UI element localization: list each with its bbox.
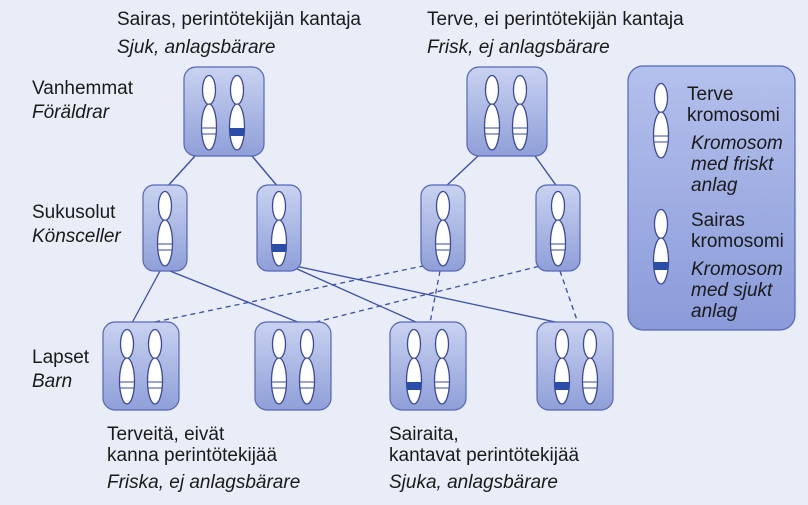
chromosome-parent1-sick <box>228 74 246 151</box>
line-gamete2-child3 <box>285 263 419 324</box>
chromosomes <box>118 74 670 405</box>
chromosome-child4-healthy <box>581 328 599 405</box>
child-box-3 <box>389 321 467 411</box>
legend-healthy-sv-line1: Kromosom <box>691 133 783 154</box>
legend-sick-sv-line2: med sjukt <box>691 280 773 301</box>
outcome-sick-sv: Sjuka, anlagsbärare <box>389 472 558 493</box>
legend-sick-sv-line1: Kromosom <box>691 259 783 280</box>
legend-sick-fi-line2: kromosomi <box>691 231 784 252</box>
child-box-2 <box>254 321 332 411</box>
legend-chromosome-sick <box>652 208 670 285</box>
line-gamete1-child2 <box>169 270 301 324</box>
legend-chromosome-healthy <box>652 82 670 159</box>
parent-box-healthy <box>466 66 548 157</box>
outcome-sick-fi-line2: kantavat perintötekijää <box>389 445 580 466</box>
row-label-children-fi: Lapset <box>32 347 90 368</box>
row-label-gametes-sv: Könsceller <box>32 226 121 247</box>
row-label-parents-sv: Föräldrar <box>32 102 110 123</box>
chromosome-child2-b <box>298 328 316 405</box>
chromosome-child3-sick <box>405 328 423 405</box>
legend-sick-fi-line1: Sairas <box>691 210 745 231</box>
chromosome-child4-sick <box>553 328 571 405</box>
child-box-1 <box>102 321 180 411</box>
parent-box-sick-carrier <box>183 66 265 157</box>
chromosome-gamete1 <box>156 190 174 267</box>
chromosome-parent1-healthy <box>200 74 218 151</box>
chromosome-gamete4 <box>549 190 567 267</box>
legend-sick-sv-line3: anlag <box>691 301 738 322</box>
legend-healthy-fi-line1: Terve <box>687 84 734 105</box>
chromosome-child1-b <box>146 328 164 405</box>
child-box-4 <box>536 321 614 411</box>
row-label-children-sv: Barn <box>32 371 73 392</box>
legend-healthy-sv-line3: anlag <box>691 175 738 196</box>
line-gamete4-child2 <box>311 261 557 324</box>
chromosome-gamete2 <box>270 190 288 267</box>
parent-sick-label-fi: Sairas, perintötekijän kantaja <box>117 9 361 30</box>
legend-box <box>627 65 796 331</box>
line-gamete4-child4 <box>559 270 579 324</box>
row-label-gametes-fi: Sukusolut <box>32 202 116 223</box>
outcome-healthy-fi-line1: Terveitä, eivät <box>107 424 225 445</box>
parent-sick-label-sv: Sjuk, anlagsbärare <box>117 37 276 58</box>
chromosome-gamete3 <box>434 190 452 267</box>
chromosome-child2-a <box>270 328 288 405</box>
outcome-healthy-sv: Friska, ej anlagsbärare <box>107 472 301 493</box>
line-gamete3-child1 <box>149 261 443 324</box>
chromosome-child3-healthy <box>433 328 451 405</box>
parent-healthy-label-sv: Frisk, ej anlagsbärare <box>427 37 610 58</box>
line-parent2-gamete3 <box>443 155 479 189</box>
outcome-healthy-fi-line2: kanna perintötekijää <box>107 445 278 466</box>
outcome-sick-fi-line1: Sairaita, <box>389 424 459 445</box>
line-gamete2-child4 <box>285 263 561 324</box>
chromosome-child1-a <box>118 328 136 405</box>
parent-to-gamete-lines <box>165 155 559 189</box>
line-parent1-gamete1 <box>165 155 196 189</box>
legend-healthy-sv-line2: med friskt <box>691 154 774 175</box>
row-label-parents-fi: Vanhemmat <box>32 78 134 99</box>
chromosome-parent2-a <box>483 74 501 151</box>
gamete-to-child-lines <box>131 261 579 324</box>
parent-healthy-label-fi: Terve, ei perintötekijän kantaja <box>427 9 684 30</box>
line-parent2-gamete4 <box>534 155 559 189</box>
line-parent1-gamete2 <box>251 155 280 189</box>
chromosome-parent2-b <box>511 74 529 151</box>
line-gamete1-child1 <box>131 270 161 324</box>
legend-healthy-fi-line2: kromosomi <box>687 105 780 126</box>
